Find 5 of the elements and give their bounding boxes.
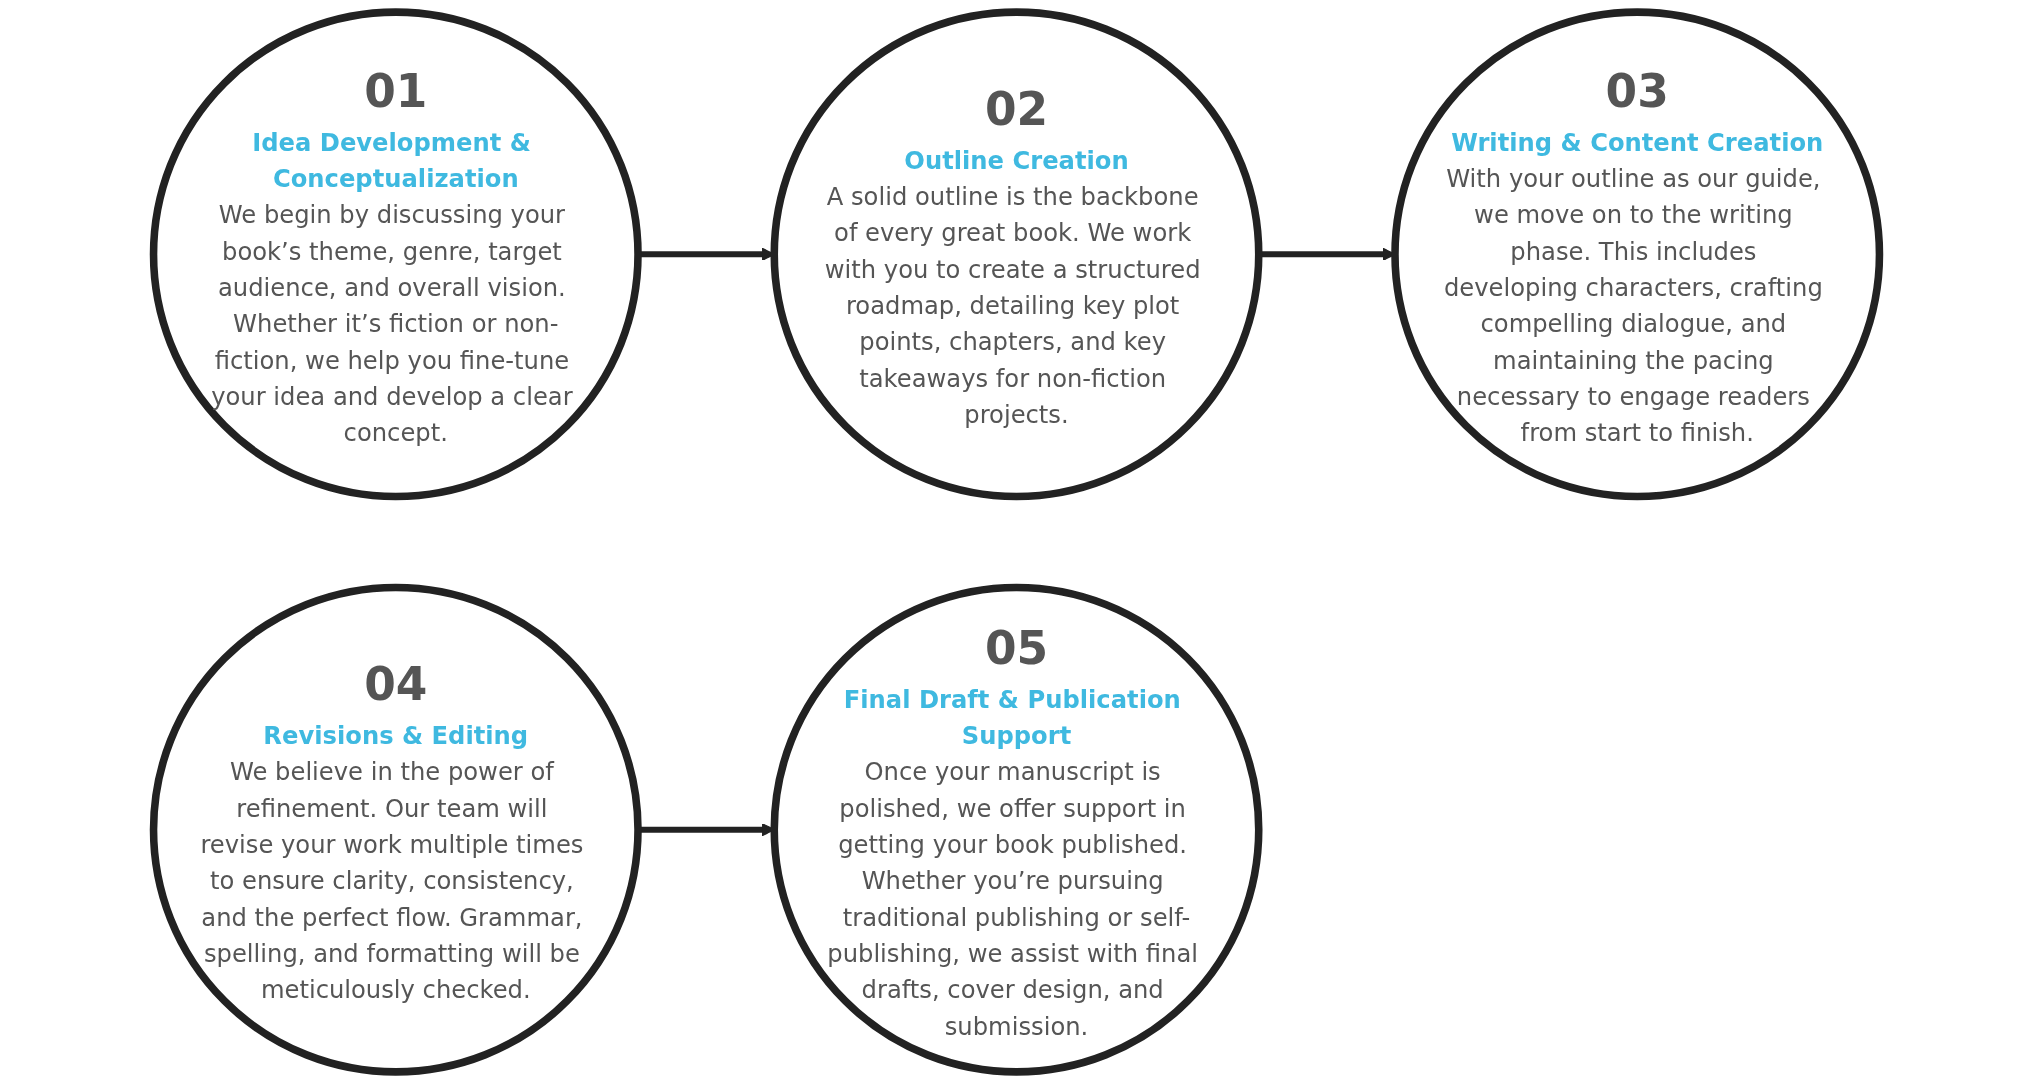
node-circle: 01 Idea Development & Conceptualization We begin by discussing your book’s theme, genre, target audience, and overall vision. Whether it’s fiction or non-fiction, we help you fine-tune your idea and develop a clear concept. [149, 8, 642, 501]
node-circle: 05 Final Draft & Publication Support Once your manuscript is polished, we offer support in getting your book published. Whether you’re pursuing traditional publishing or self-publishing, we assist with final drafts, cover design, and submission. [770, 583, 1263, 1076]
node-circle: 02 Outline Creation A solid outline is the backbone of every great book. We work with you to create a structured roadmap, detailing key plot points, chapters, and key takeaways for non-fiction projects. [770, 8, 1263, 501]
node-circle: 03 Writing & Content Creation With your outline as our guide, we move on to the writing phase. This includes developing characters, crafting compelling dialogue, and maintaining the pacing necessary to engage readers from start to finish. [1391, 8, 1884, 501]
node-circle: 04 Revisions & Editing We believe in the power of refinement. Our team will revise your work multiple times to ensure clarity, consistency, and the perfect flow. Grammar, spelling, and formatting will be meticulously checked. [149, 583, 642, 1076]
